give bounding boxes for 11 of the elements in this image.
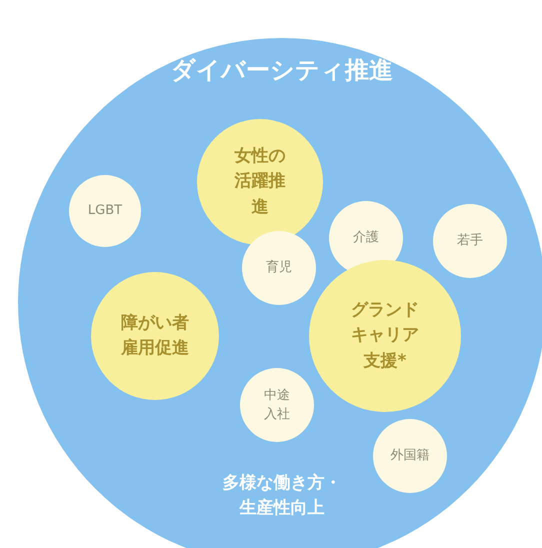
group-caption: 多様な働き方・生産性向上 bbox=[221, 472, 342, 520]
group-title: ダイバーシティ推進 bbox=[170, 55, 394, 86]
bubble-label: 介護 bbox=[352, 229, 380, 248]
bubble-label: 外国籍 bbox=[390, 447, 430, 466]
bubble-label: LGBT bbox=[86, 202, 124, 220]
bubble-label: 女性の活躍推進 bbox=[233, 144, 286, 219]
bubble-label: グランドキャリア支援* bbox=[350, 298, 420, 373]
bubble-label: 若手 bbox=[456, 232, 484, 250]
bubble-label: 中途入社 bbox=[263, 386, 291, 424]
bubble-label: 育児 bbox=[265, 258, 293, 278]
bubble-label: 障がい者雇用促進 bbox=[120, 312, 190, 360]
